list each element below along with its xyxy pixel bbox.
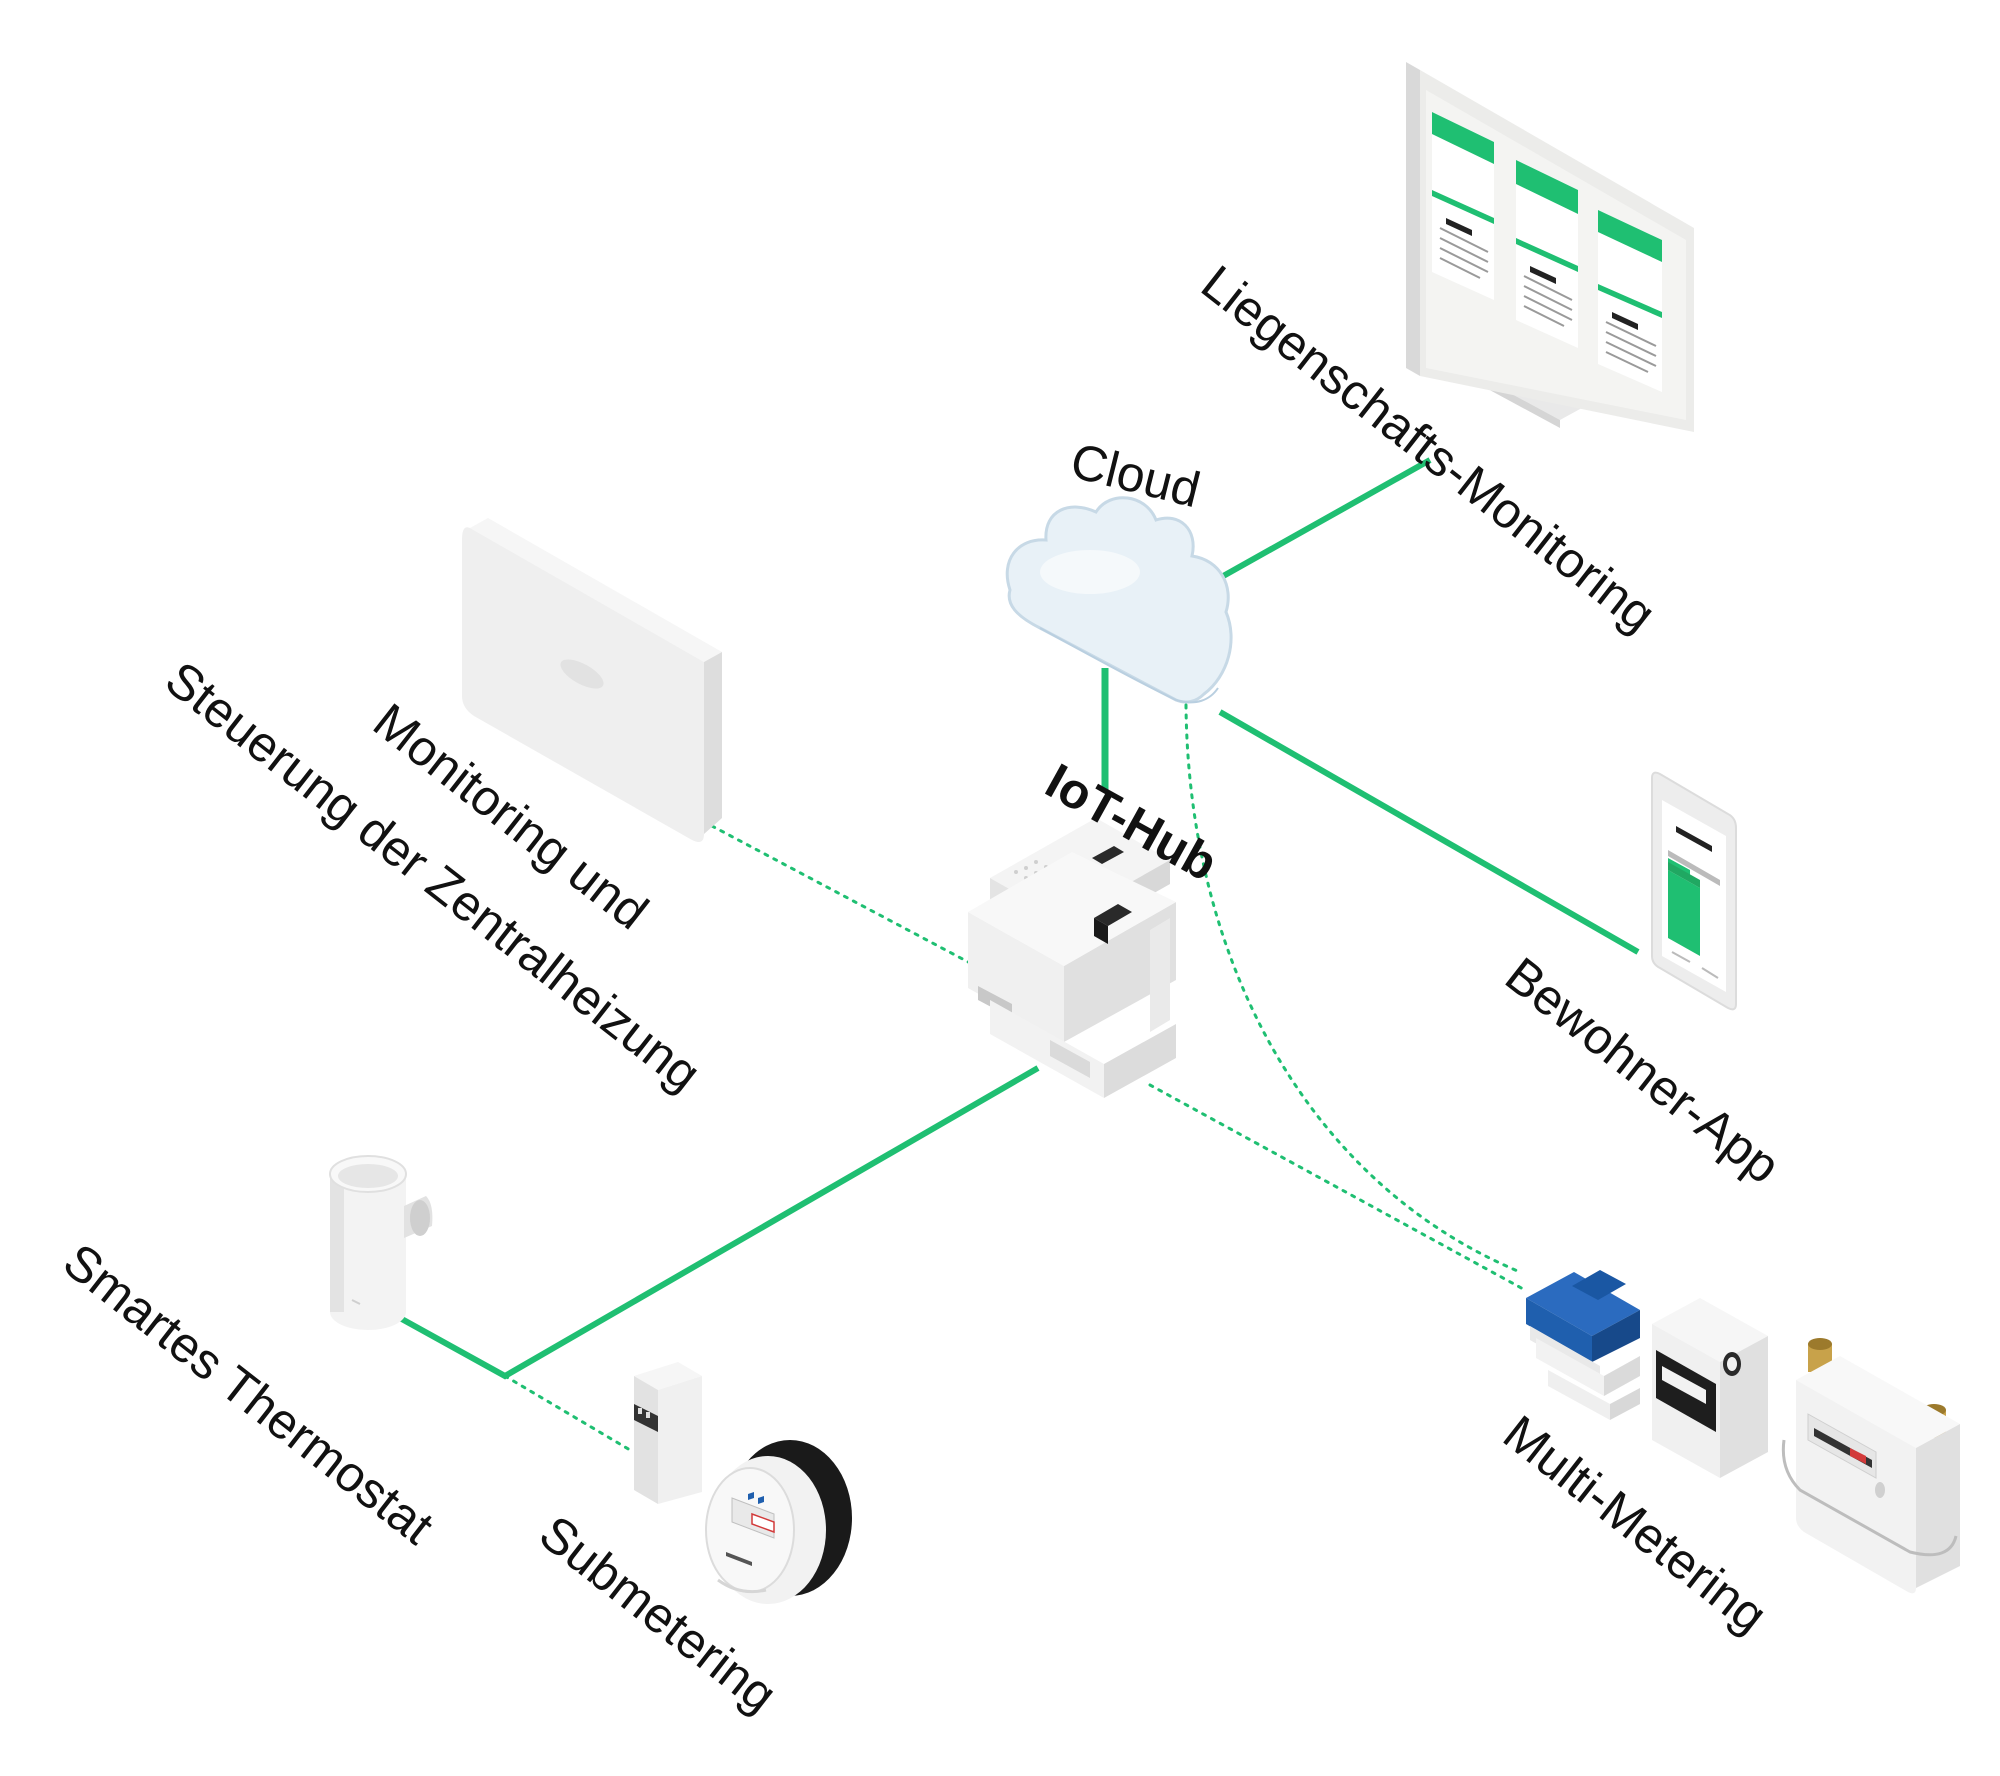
link-hub-to-thermostat bbox=[398, 1065, 1040, 1380]
link-hub-to-multimetering bbox=[1148, 1083, 1527, 1292]
radiator-thermostat-icon bbox=[329, 1155, 433, 1330]
heat-water-meter-icon bbox=[634, 1362, 852, 1604]
iot-hub-device-icon bbox=[968, 818, 1176, 1098]
link-cloud-to-multimetering bbox=[1184, 703, 1522, 1274]
labels: Cloud IoT-Hub Liegenschafts-Monitoring B… bbox=[53, 255, 1790, 1724]
link-thermostat-to-submetering bbox=[503, 1374, 632, 1452]
monitor-dashboard-icon bbox=[1406, 62, 1694, 432]
cloud-icon bbox=[1005, 496, 1233, 704]
connections bbox=[398, 457, 1640, 1452]
label-resident-app: Bewohner-App bbox=[1495, 947, 1790, 1195]
smartphone-app-icon bbox=[1651, 771, 1737, 1011]
heating-controller-box-icon bbox=[462, 518, 722, 842]
link-hub-to-heating bbox=[710, 824, 974, 966]
link-cloud-to-app bbox=[1218, 709, 1640, 955]
electricity-gas-meter-icon bbox=[1526, 1270, 1960, 1594]
